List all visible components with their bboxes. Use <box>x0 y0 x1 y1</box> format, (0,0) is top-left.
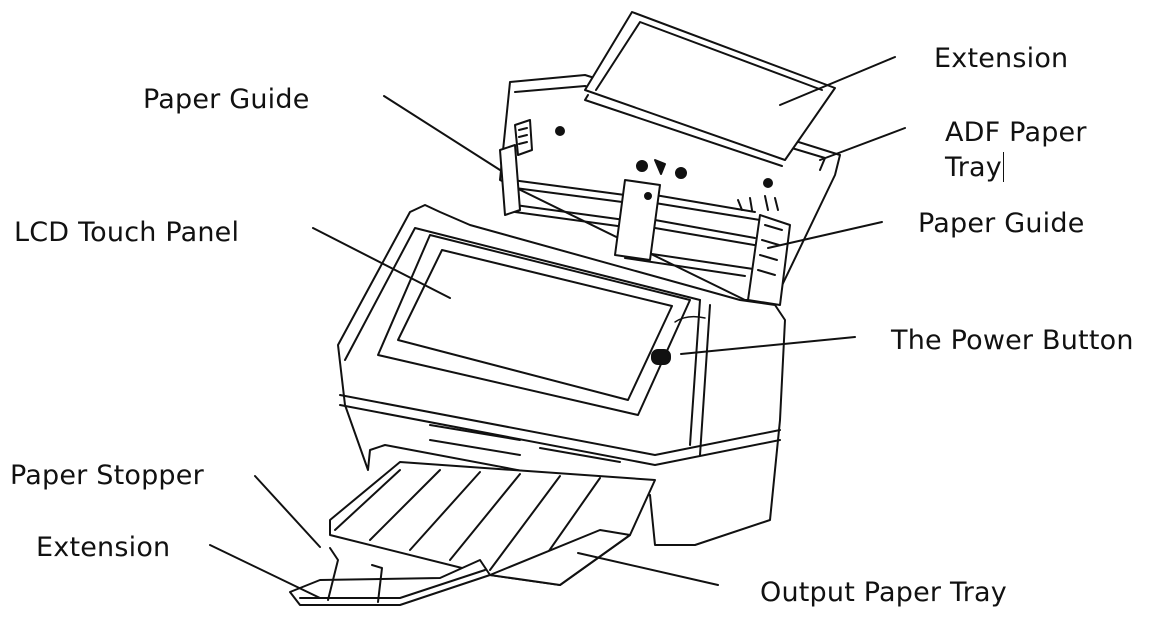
label-adf-paper-tray-line2: Tray <box>945 152 1004 183</box>
leader-line-paper-guide-left <box>383 95 501 171</box>
leader-line-extension-bottom <box>209 544 321 599</box>
leader-line-adf-tray <box>819 127 906 161</box>
output-extension <box>289 547 491 606</box>
label-adf-paper-tray-line1: ADF Paper <box>945 117 1087 148</box>
leader-line-lcd-panel <box>312 227 451 299</box>
label-adf-paper-tray-line2-text: Tray <box>945 152 1002 183</box>
label-paper-stopper: Paper Stopper <box>10 460 204 491</box>
label-output-paper-tray: Output Paper Tray <box>760 577 1007 608</box>
label-lcd-touch-panel: LCD Touch Panel <box>14 217 240 248</box>
text-cursor <box>1002 152 1004 182</box>
leader-line-paper-guide-right <box>767 221 883 249</box>
label-extension-bottom: Extension <box>36 532 171 563</box>
leader-line-extension-top <box>779 56 896 106</box>
leader-line-output-tray <box>577 552 719 586</box>
label-paper-guide-left: Paper Guide <box>143 84 310 115</box>
leader-lines <box>209 56 906 599</box>
leader-line-paper-stopper <box>254 475 321 548</box>
right-paper-guide <box>747 214 791 306</box>
leader-line-power-button <box>680 336 856 355</box>
adf-extension <box>584 11 836 167</box>
power-button <box>651 315 706 365</box>
lcd-touch-panel <box>377 234 691 416</box>
label-paper-guide-right: Paper Guide <box>918 208 1085 239</box>
output-paper-tray <box>329 424 656 586</box>
label-power-button: The Power Button <box>891 325 1134 356</box>
label-extension-top: Extension <box>934 43 1069 74</box>
left-paper-guide <box>499 119 533 216</box>
center-guide-block <box>614 179 661 261</box>
